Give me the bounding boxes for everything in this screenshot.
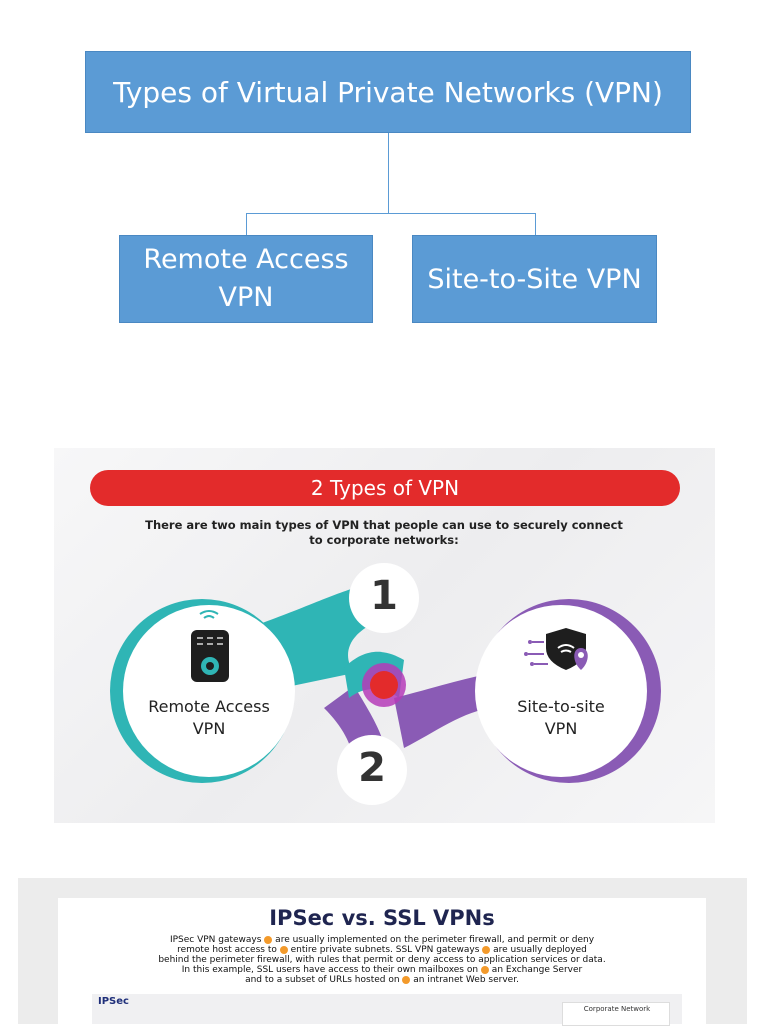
ipsec-ssl-card: IPSec vs. SSL VPNs IPSec VPN gateways ar… [58, 898, 706, 1026]
badge-1-circle [349, 563, 419, 633]
desc-line-3: behind the perimeter firewall, with rule… [158, 955, 606, 965]
orange-marker-icon [482, 945, 491, 954]
orange-marker-icon [480, 965, 489, 974]
infographic-subtitle: There are two main types of VPN that peo… [144, 518, 624, 548]
remote-access-circle [123, 605, 295, 777]
phone-remote-icon [191, 610, 229, 682]
comparison-description: IPSec VPN gateways are usually implement… [92, 935, 672, 985]
orange-marker-icon [279, 945, 288, 954]
ipsec-section-label: IPSec [98, 996, 129, 1007]
orange-marker-icon [402, 975, 411, 984]
connector-left-drop [246, 213, 247, 235]
center-dot [370, 671, 398, 699]
remote-access-label-line2: VPN [218, 282, 274, 313]
ipsec-section: IPSec Corporate Network [92, 994, 682, 1026]
remote-access-caption: Remote Access VPN [124, 696, 294, 746]
orange-marker-icon [264, 935, 273, 944]
desc-line-1: IPSec VPN gateways are usually implement… [169, 935, 595, 945]
corporate-network-label: Corporate Network [583, 1005, 651, 1013]
remote-access-caption-line1: Remote Access [148, 697, 270, 716]
badge-2-circle [337, 735, 407, 805]
remote-access-caption-line2: VPN [192, 719, 226, 738]
desc-line-4: In this example, SSL users have access t… [181, 965, 583, 975]
vpn-types-infographic: 2 Types of VPN There are two main types … [54, 448, 715, 823]
site-to-site-label: Site-to-Site VPN [427, 263, 642, 295]
infographic-graphic [110, 563, 661, 805]
site-to-site-box: Site-to-Site VPN [412, 235, 657, 323]
corporate-network-box: Corporate Network [562, 1002, 670, 1026]
subtitle-line2: to corporate networks: [309, 533, 459, 547]
purple-connector-shape-right [394, 673, 494, 748]
banner-title: 2 Types of VPN [310, 476, 460, 500]
site-to-site-caption-line2: VPN [544, 719, 578, 738]
desc-line-2: remote host access to entire private sub… [177, 945, 587, 955]
banner: 2 Types of VPN [90, 470, 680, 506]
connector-right-drop [535, 213, 536, 235]
shield-wifi-location-icon [524, 628, 588, 670]
site-to-site-caption-line1: Site-to-site [517, 697, 605, 716]
remote-access-box: Remote Access VPN [119, 235, 373, 323]
comparison-title: IPSec vs. SSL VPNs [269, 906, 495, 930]
remote-access-label-line1: Remote Access [143, 244, 349, 275]
site-to-site-circle [475, 605, 647, 777]
subtitle-line1: There are two main types of VPN that peo… [145, 518, 623, 532]
site-to-site-caption: Site-to-site VPN [476, 696, 646, 746]
diagram-title: Types of Virtual Private Networks (VPN) [113, 75, 663, 109]
diagram-title-box: Types of Virtual Private Networks (VPN) [85, 51, 691, 133]
ipsec-ssl-panel: IPSec vs. SSL VPNs IPSec VPN gateways ar… [18, 878, 747, 1026]
connector-horizontal [246, 213, 536, 214]
connector-vertical [388, 133, 389, 213]
badge-number-2: 2 [358, 745, 386, 791]
badge-number-1: 1 [370, 573, 398, 619]
desc-line-5: and to a subset of URLs hosted on an int… [245, 975, 519, 985]
